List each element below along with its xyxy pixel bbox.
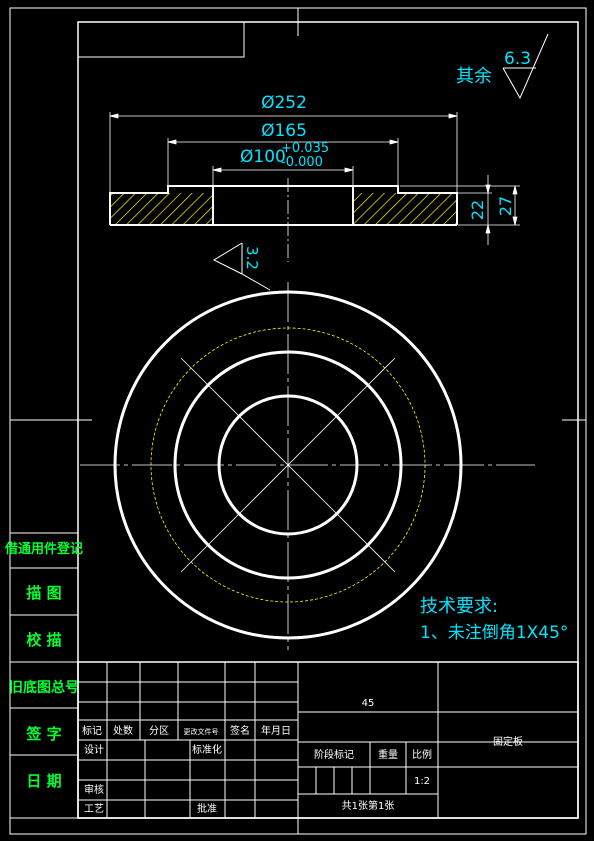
label-review: 审核 [84, 783, 104, 796]
label-process: 工艺 [84, 803, 104, 815]
title-block-texts: 45 固定板 标记 处数 分区 更改文件号 签名 年月日 设计 标准化 审核 工… [82, 698, 523, 815]
dim-d165: Ø165 [261, 121, 307, 141]
plan-view [80, 282, 535, 650]
col-date: 年月日 [261, 724, 291, 737]
dimension-lines [109, 112, 520, 245]
dim-h22: 22 [468, 200, 487, 220]
label-approve: 批准 [197, 802, 217, 815]
part-name: 固定板 [493, 735, 523, 748]
side-label-registration: 借通用件登记 [4, 541, 83, 557]
roughness-surface: 3.2 [212, 242, 271, 291]
side-labels: 借通用件登记 描 图 校 描 旧底图总号 签 字 日 期 [4, 541, 83, 790]
hatch-right [353, 193, 457, 225]
side-label-check: 校 描 [26, 631, 61, 649]
col-signature: 签名 [230, 724, 250, 737]
section-outline [109, 185, 458, 226]
roughness-surface-value: 3.2 [243, 246, 261, 270]
col-change-doc: 更改文件号 [184, 727, 219, 736]
label-stage-mark: 阶段标记 [314, 748, 354, 761]
roughness-other-label: 其余 [456, 66, 492, 87]
col-mark: 标记 [82, 725, 102, 737]
dim-h27: 27 [496, 196, 515, 216]
dimension-texts: Ø252 Ø165 Ø100 +0.035 -0.000 22 27 [240, 93, 515, 220]
roughness-symbol-icon [502, 33, 549, 100]
title-block [77, 661, 579, 819]
sheet-info: 共1张第1张 [342, 799, 395, 812]
dim-tol-lower: -0.000 [281, 155, 323, 170]
material-value: 45 [362, 698, 375, 709]
section-view [109, 178, 458, 262]
roughness-surface-icon [212, 242, 271, 291]
tech-title: 技术要求: [420, 596, 498, 617]
dim-d100: Ø100 [240, 147, 286, 167]
label-weight: 重量 [378, 748, 398, 761]
tech-requirements: 技术要求: 1、未注倒角1X45° [420, 596, 568, 643]
dim-d252: Ø252 [261, 93, 307, 113]
label-standard: 标准化 [192, 743, 222, 756]
side-label-old-number: 旧底图总号 [9, 679, 79, 696]
col-zone: 分区 [149, 725, 169, 737]
hatch-left [110, 193, 213, 225]
roughness-other-value: 6.3 [504, 49, 531, 69]
tech-item-1: 1、未注倒角1X45° [420, 623, 568, 643]
col-count: 处数 [113, 724, 133, 737]
center-lines [80, 282, 535, 650]
side-label-date: 日 期 [26, 772, 61, 790]
label-scale: 比例 [412, 748, 432, 761]
side-label-sign: 签 字 [25, 725, 61, 743]
side-label-trace: 描 图 [26, 584, 61, 602]
scale-value: 1:2 [414, 776, 430, 787]
roughness-other: 其余 6.3 [456, 33, 549, 100]
dim-tol-upper: +0.035 [281, 141, 329, 156]
label-design: 设计 [84, 743, 104, 756]
